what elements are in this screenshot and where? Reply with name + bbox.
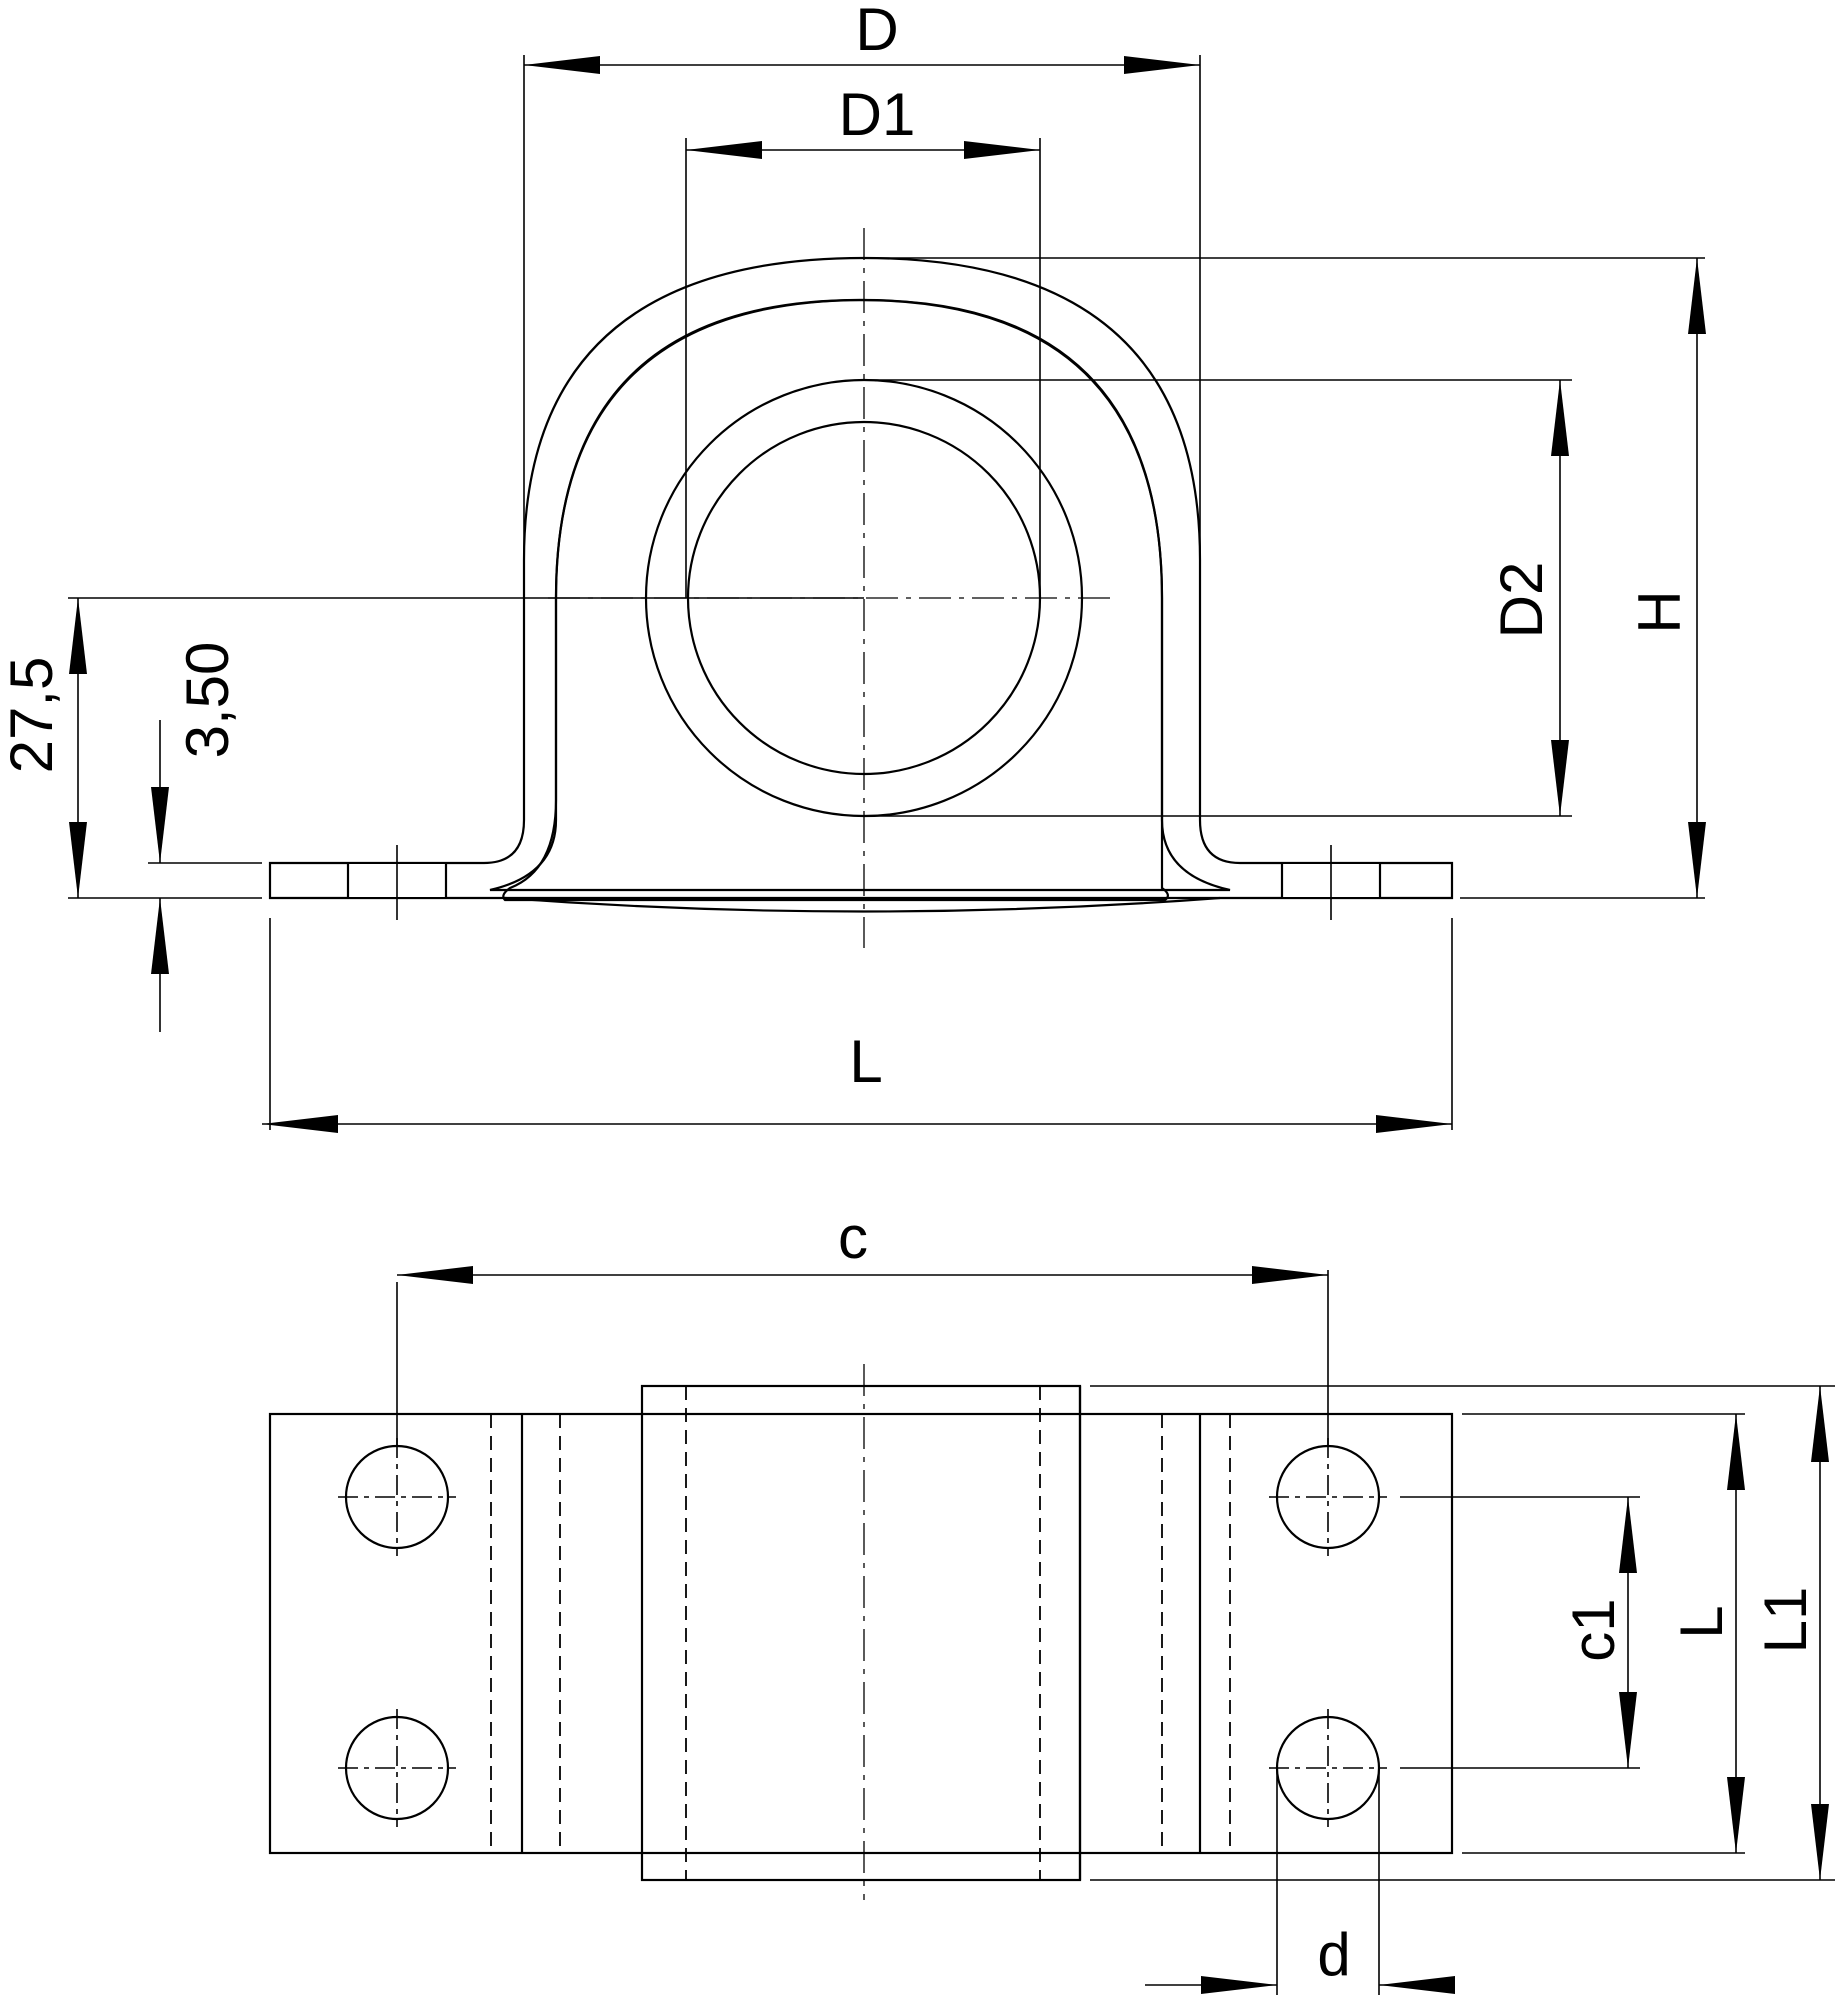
dim-D1-label: D1 [839, 81, 916, 148]
dim-D2-label: D2 [1488, 562, 1555, 639]
front-view: D D1 H D2 27,5 3,50 L [0, 0, 1706, 1133]
rubber-body [502, 298, 1169, 902]
dim-L-plan-label: L [1668, 1605, 1735, 1638]
dim-c-label: c [838, 1204, 868, 1271]
dim-H-label: H [1626, 590, 1693, 633]
dim-27-5-label: 27,5 [0, 657, 65, 774]
dim-c1-label: c1 [1560, 1598, 1627, 1661]
plan-view: c c1 L L1 d [268, 1204, 1835, 1995]
housing-shell [268, 256, 1454, 900]
dim-L-front-label: L [849, 1028, 882, 1095]
bolt-hole-top-right [1269, 1438, 1387, 1556]
dim-d-label: d [1317, 1921, 1350, 1988]
rubber-body-outline [640, 1384, 1082, 1882]
bolt-hole-bottom-left [338, 1709, 456, 1827]
bolt-hole-top-left [338, 1438, 456, 1556]
bolt-hole-bottom-right [1269, 1709, 1387, 1827]
dim-D-label: D [855, 0, 898, 63]
dim-3-50-label: 3,50 [174, 642, 241, 759]
dim-L1-label: L1 [1752, 1587, 1819, 1654]
base-plate-outline [268, 1412, 1454, 1855]
